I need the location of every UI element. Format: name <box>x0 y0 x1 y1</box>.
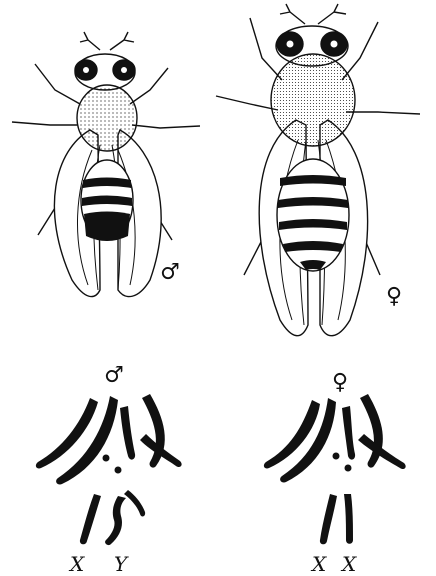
male-fly-illustration <box>12 32 200 297</box>
chromosome-x-male <box>80 494 101 544</box>
dot-chromosome <box>333 453 340 460</box>
male-x-label: X <box>70 554 84 574</box>
dot-chromosome <box>103 455 110 462</box>
chromosome-x-female-1 <box>320 494 337 544</box>
chromosome-3R-right <box>142 394 165 468</box>
male-karyotype <box>36 394 182 545</box>
chromosome-2R-right <box>120 406 135 460</box>
male-y-label: Y <box>114 554 127 574</box>
female-fly-symbol: ♀ <box>386 286 402 308</box>
female-karyotype-symbol: ♀ <box>332 372 348 394</box>
male-karyotype-symbol: ♂ <box>104 365 124 387</box>
female-x-label-1: X <box>312 554 326 574</box>
female-karyotype <box>264 394 406 544</box>
chromosome-y <box>105 496 126 545</box>
chromosome-3R-right <box>360 394 383 468</box>
chromosome-2R-right <box>342 406 355 460</box>
chromosome-y-arm <box>124 490 145 516</box>
male-fly-symbol: ♂ <box>160 262 180 284</box>
chromosome-x-female-2 <box>344 494 353 544</box>
dot-chromosome <box>345 465 352 472</box>
dot-chromosome <box>115 467 122 474</box>
female-x-label-2: X <box>342 554 356 574</box>
